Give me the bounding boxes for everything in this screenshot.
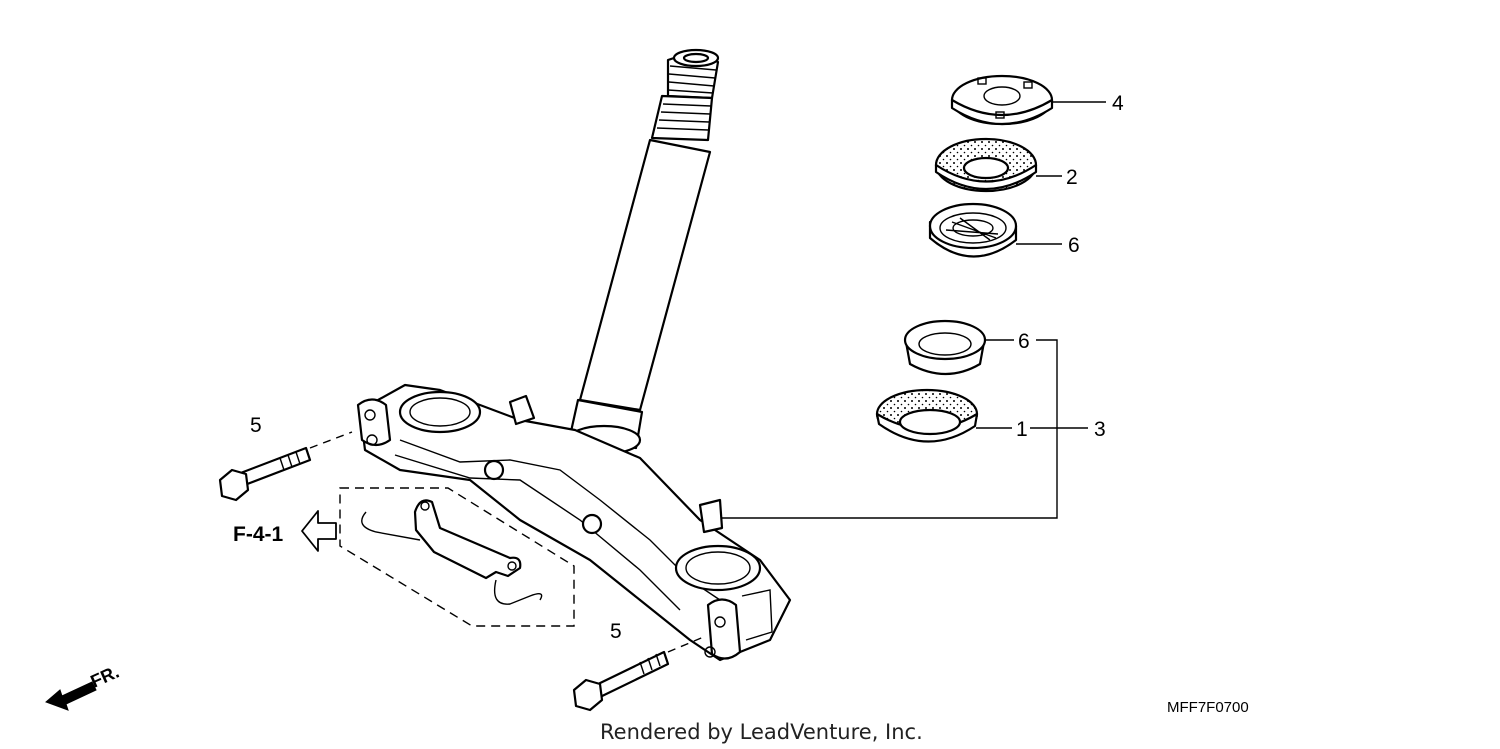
part-6-lower-bearing[interactable] [903,319,987,375]
front-label: FR. [87,662,122,692]
part-1-lower-dust-seal[interactable] [875,388,979,443]
rendered-by-credit: Rendered by LeadVenture, Inc. [600,720,923,744]
callout-6-lower: 6 [1018,330,1030,353]
stem-thread-lines [656,65,717,131]
reference-code: F-4-1 [233,523,283,546]
brake-hose-clamp-group[interactable] [339,487,575,627]
leader-lines [722,101,1106,519]
part-6-upper-bearing[interactable] [928,202,1018,258]
lower-bolt-thread [639,653,661,675]
callout-1: 1 [1016,418,1028,441]
upper-bolt-thread [279,451,301,471]
part-2-dust-seal[interactable] [934,137,1038,193]
front-direction-indicator: FR. [45,662,122,711]
diagram-code: MFF7F0700 [1167,699,1249,716]
part-4-adjusting-nut[interactable] [950,74,1054,126]
callout-4: 4 [1112,92,1124,115]
steering-stem-assembly[interactable] [356,48,792,662]
callout-6-upper: 6 [1068,234,1080,257]
callout-5-lower: 5 [610,620,622,643]
front-arrow-icon [45,681,97,711]
callout-5-upper: 5 [250,414,262,437]
callout-2: 2 [1066,166,1078,189]
part-5-lower-bolt[interactable] [572,635,707,712]
callout-3: 3 [1094,418,1106,441]
reference-arrow-icon [301,510,337,552]
reference-link-f-4-1[interactable]: F-4-1 [233,510,337,552]
part-5-upper-bolt[interactable] [218,431,353,502]
